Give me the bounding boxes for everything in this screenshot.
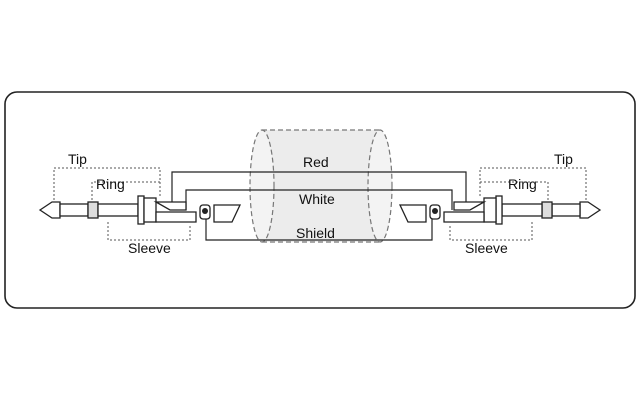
right-guides — [449, 167, 587, 241]
left-ring-label: Ring — [96, 176, 125, 192]
red-wire-label: Red — [303, 154, 329, 170]
right-tip-label: Tip — [554, 151, 573, 167]
wires — [171, 171, 467, 241]
red-wire — [171, 171, 467, 205]
white-wire-label: White — [299, 191, 335, 207]
left-guides — [53, 167, 191, 241]
right-jack-plug — [398, 195, 602, 225]
cable-shield — [249, 129, 393, 243]
left-tip-label: Tip — [68, 151, 87, 167]
shield-wire-label: Shield — [296, 225, 335, 241]
right-sleeve-label: Sleeve — [465, 240, 508, 256]
left-jack-plug — [38, 195, 242, 225]
white-wire — [185, 189, 453, 210]
shield-wire — [205, 215, 433, 241]
left-sleeve-label: Sleeve — [128, 240, 171, 256]
right-ring-label: Ring — [508, 176, 537, 192]
